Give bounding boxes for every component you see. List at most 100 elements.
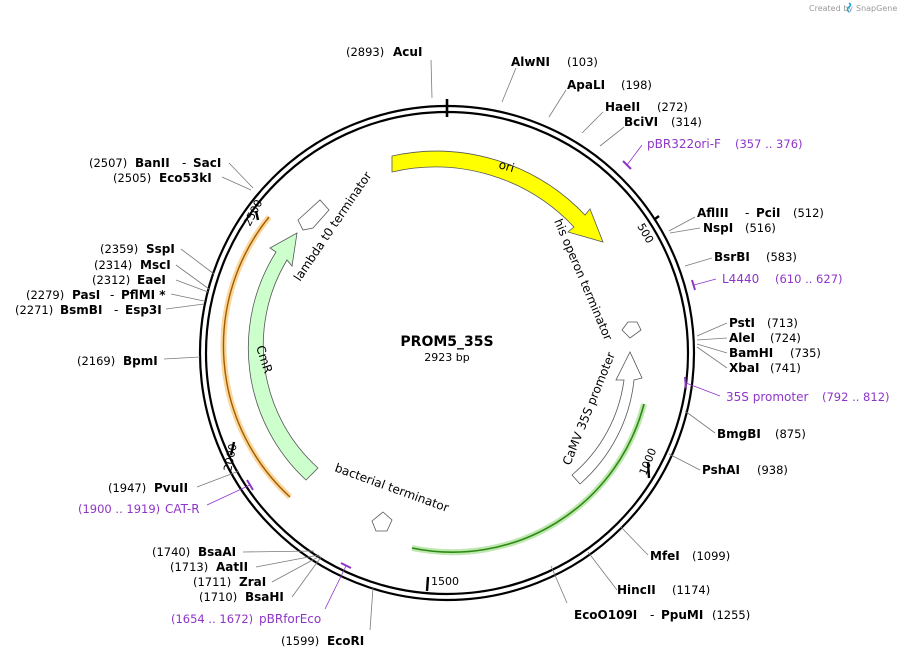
leader-apali (548, 89, 567, 118)
feature-lambda-t0-terminator[interactable] (297, 199, 330, 231)
leader-pasi (170, 293, 205, 302)
leader-pvuii (196, 470, 240, 488)
site-bsrbi-name[interactable]: BsrBI (714, 250, 750, 264)
backbone: 500 1000 1500 2000 2500 (198, 99, 696, 602)
leader-pshai (668, 453, 701, 471)
site-bsaai-name[interactable]: BsaAI (198, 545, 236, 559)
primer-35s-name[interactable]: 35S promoter (726, 390, 808, 404)
primer-labels: pBR322ori-F (357 .. 376) L4440 (610 .. 6… (78, 137, 890, 626)
leader-acui (430, 59, 433, 99)
site-ecoo109i-name[interactable]: EcoO109I (574, 608, 637, 622)
site-ecori-name[interactable]: EcoRI (327, 634, 364, 648)
leader-lines (163, 59, 728, 631)
site-psti-name[interactable]: PstI (729, 316, 755, 330)
site-acui-pos: (2893) (346, 45, 384, 59)
primer-pbrforeco-name[interactable]: pBRforEco (259, 612, 321, 626)
site-nspi-pos: (516) (745, 221, 776, 235)
leader-zrai (271, 555, 321, 583)
site-msci-pos: (2314) (94, 258, 132, 272)
site-zrai-name[interactable]: ZraI (239, 575, 266, 589)
site-eco53ki-pos: (2505) (113, 171, 151, 185)
leader-ecori (369, 587, 374, 631)
site-alei-name[interactable]: AleI (729, 331, 755, 345)
site-banii-name[interactable]: BanII (135, 156, 170, 170)
site-mfei-name[interactable]: MfeI (650, 549, 680, 563)
feature-his-operon-terminator[interactable] (621, 321, 642, 339)
site-msci-name[interactable]: MscI (140, 258, 171, 272)
site-apali-name[interactable]: ApaLI (567, 78, 605, 92)
site-bsrbi-pos: (583) (766, 250, 797, 264)
site-esp3i-name[interactable]: Esp3I (125, 303, 162, 317)
site-pasi-pos: (2279) (26, 288, 64, 302)
primer-mark-l4440 (691, 279, 696, 291)
feature-ori-label: ori (497, 157, 516, 175)
feature-camv-35s-promoter[interactable] (571, 351, 643, 485)
tick-2000 (229, 441, 236, 456)
site-eaei-name[interactable]: EaeI (137, 273, 166, 287)
feature-bacterial-terminator[interactable] (371, 511, 393, 532)
tick-1500 (425, 576, 430, 592)
site-alwni-name[interactable]: AlwNI (511, 55, 550, 69)
feature-cmr[interactable] (247, 232, 319, 481)
leader-alei (696, 337, 728, 341)
site-afliii-pos: (512) (793, 206, 824, 220)
site-banii-dash: - (182, 156, 186, 170)
primer-35s-range: (792 .. 812) (822, 390, 890, 404)
site-eco53ki-name[interactable]: Eco53kI (159, 171, 212, 185)
site-ecoo109i-pos: (1255) (712, 608, 750, 622)
leader-aatii (255, 554, 320, 568)
site-saci-name[interactable]: SacI (193, 156, 221, 170)
credit-text: Created by (809, 4, 853, 13)
leader-bsaai (242, 550, 315, 553)
site-bpmi-name[interactable]: BpmI (123, 354, 158, 368)
site-pshai-name[interactable]: PshAI (702, 463, 740, 477)
plasmid-length: 2923 bp (424, 351, 469, 364)
site-labels: (2893) AcuI AlwNI (103) ApaLI (198) HaeI… (15, 45, 824, 648)
leader-psti (696, 322, 728, 337)
tick-label-2000: 2000 (221, 443, 240, 473)
site-hincii-name[interactable]: HincII (617, 583, 656, 597)
leader-bamhi (696, 343, 728, 354)
primer-pbrforeco-range: (1654 .. 1672) (171, 612, 253, 626)
tick-label-1500: 1500 (431, 575, 459, 588)
primer-pbr322ori-f-name[interactable]: pBR322ori-F (647, 137, 721, 151)
leader-eco53ki (221, 176, 252, 191)
site-acui-name[interactable]: AcuI (393, 45, 422, 59)
site-nspi-name[interactable]: NspI (703, 221, 733, 235)
site-bsahi-name[interactable]: BsaHI (245, 590, 284, 604)
site-alwni-pos: (103) (567, 55, 598, 69)
site-xbai-name[interactable]: XbaI (729, 361, 759, 375)
site-haeii-name[interactable]: HaeII (605, 100, 640, 114)
leader-ecoo109i (550, 565, 568, 604)
site-bcivi-pos: (314) (671, 115, 702, 129)
site-bcivi-name[interactable]: BciVI (624, 115, 658, 129)
site-ppumi-name[interactable]: PpuMI (661, 608, 703, 622)
leader-bsrbi (684, 257, 713, 267)
leader-haeii (581, 111, 604, 134)
site-pasi-dash: - (110, 288, 114, 302)
site-aatii-name[interactable]: AatII (216, 560, 248, 574)
site-pflmi-name[interactable]: PflMI * (121, 288, 166, 302)
primer-leader-pbr322ori-f (626, 144, 643, 166)
tick-label-500: 500 (634, 221, 656, 246)
leader-bmgbi (684, 410, 716, 434)
primer-leader-lines (206, 144, 721, 610)
site-pcii-name[interactable]: PciI (756, 206, 781, 220)
primer-leader-pbrforeco (324, 565, 347, 610)
feature-ori[interactable] (391, 150, 604, 243)
primer-highlight-35s-line (411, 403, 645, 553)
primer-cat-r-range: (1900 .. 1919) (78, 502, 160, 516)
primer-cat-r-name[interactable]: CAT-R (165, 502, 200, 516)
primer-l4440-name[interactable]: L4440 (722, 272, 759, 286)
leader-bsmbi (165, 303, 205, 310)
site-bamhi-name[interactable]: BamHI (729, 346, 773, 360)
site-afliii-name[interactable]: AflIII (697, 206, 729, 220)
site-bmgbi-name[interactable]: BmgBI (717, 427, 761, 441)
site-pasi-name[interactable]: PasI (72, 288, 100, 302)
site-bsmbi-name[interactable]: BsmBI (60, 303, 102, 317)
snapgene-credit: Created by SnapGene (809, 2, 897, 13)
site-bsmbi-pos: (2271) (15, 303, 53, 317)
site-pvuii-name[interactable]: PvuII (154, 481, 188, 495)
site-sspi-name[interactable]: SspI (146, 242, 175, 256)
site-ecoo109i-dash: - (650, 608, 654, 622)
